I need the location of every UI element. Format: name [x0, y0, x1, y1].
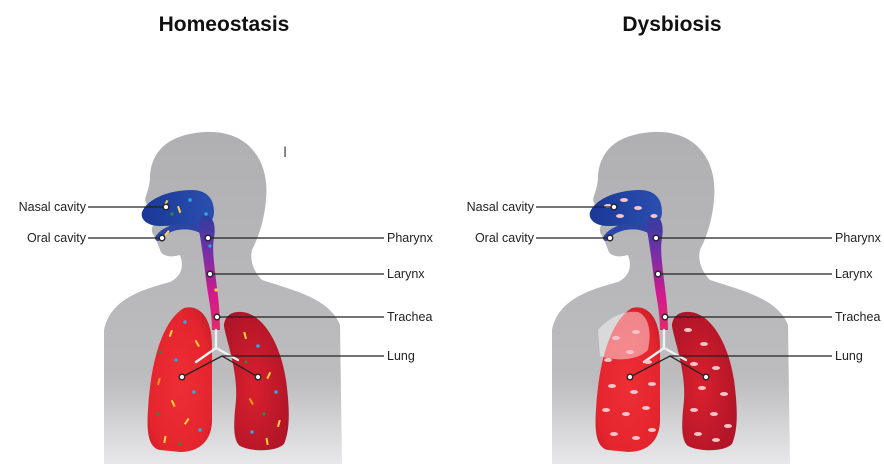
panel-homeostasis: Homeostasis	[19, 13, 434, 464]
label-oral-cavity: Oral cavity	[475, 231, 535, 245]
label-oral-cavity: Oral cavity	[27, 231, 87, 245]
lung-marker-right	[703, 374, 709, 380]
trachea-marker	[214, 314, 220, 320]
oral-cavity-marker	[607, 235, 613, 241]
panel-title: Dysbiosis	[622, 13, 721, 36]
nasal-cavity-marker	[611, 204, 617, 210]
label-trachea: Trachea	[835, 310, 880, 324]
larynx-marker	[655, 271, 661, 277]
label-nasal-cavity: Nasal cavity	[19, 200, 87, 214]
label-pharynx: Pharynx	[387, 231, 434, 245]
label-nasal-cavity: Nasal cavity	[467, 200, 535, 214]
label-pharynx: Pharynx	[835, 231, 882, 245]
pharynx-marker	[653, 235, 659, 241]
oral-cavity-marker	[159, 235, 165, 241]
label-larynx: Larynx	[387, 267, 425, 281]
pharynx-marker	[205, 235, 211, 241]
larynx-marker	[207, 271, 213, 277]
label-trachea: Trachea	[387, 310, 432, 324]
lung-marker-right	[255, 374, 261, 380]
body-silhouette	[104, 132, 342, 464]
lung-marker-left	[627, 374, 633, 380]
nasal-cavity-marker	[163, 204, 169, 210]
lung-marker-left	[179, 374, 185, 380]
text-cursor-icon: I	[283, 145, 287, 161]
label-larynx: Larynx	[835, 267, 873, 281]
label-lung: Lung	[387, 349, 415, 363]
body-silhouette	[552, 132, 790, 464]
label-lung: Lung	[835, 349, 863, 363]
panel-dysbiosis: Dysbiosis	[467, 13, 882, 464]
panel-title: Homeostasis	[159, 13, 290, 36]
trachea-marker	[662, 314, 668, 320]
